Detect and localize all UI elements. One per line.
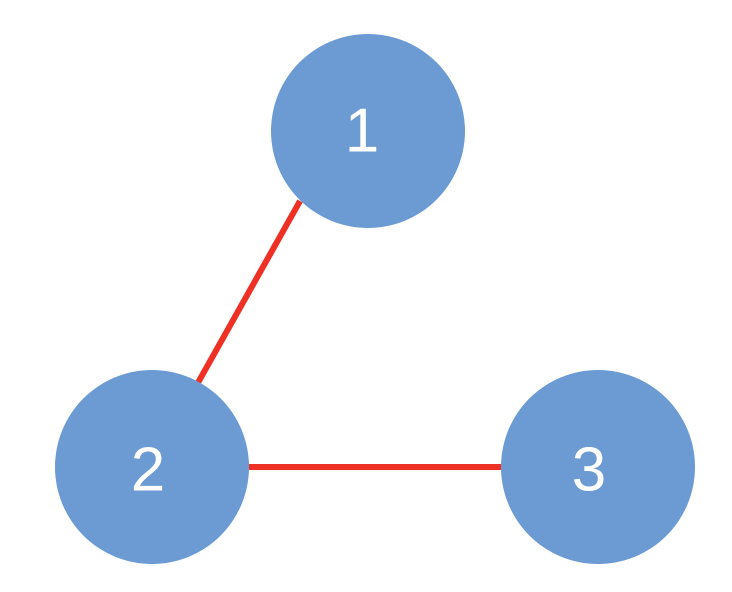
node-circle-1[interactable] (271, 34, 465, 228)
nodes-layer: 1 2 3 (55, 34, 695, 564)
graph-node-3[interactable]: 3 (501, 370, 695, 564)
graph-edge-1-2[interactable] (192, 199, 303, 390)
node-label-2: 2 (131, 436, 165, 505)
node-label-3: 3 (572, 436, 606, 505)
edges-layer (192, 199, 506, 470)
graph-node-1[interactable]: 1 (271, 34, 465, 228)
node-circle-3[interactable] (501, 370, 695, 564)
node-circle-2[interactable] (55, 370, 249, 564)
node-label-1: 1 (345, 97, 379, 166)
graph-node-2[interactable]: 2 (55, 370, 249, 564)
